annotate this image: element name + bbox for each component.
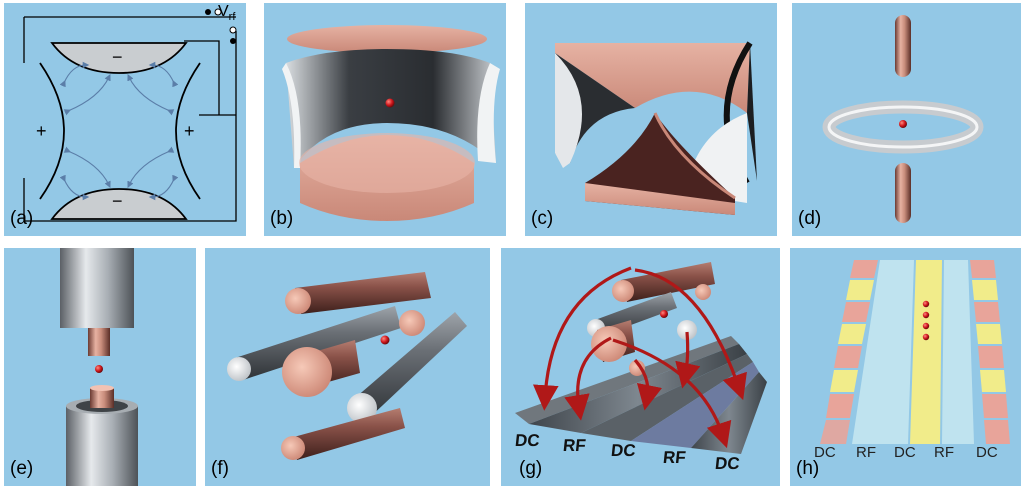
electrode-label-h-1: DC — [814, 444, 836, 461]
rod-back-copper — [285, 272, 431, 314]
electrode-label-g-4: RF — [662, 448, 687, 467]
ion — [922, 333, 930, 341]
electrode-label-h-4: RF — [934, 444, 954, 461]
surface-trap-projection-3d — [515, 262, 767, 454]
surface-trap-layout — [820, 260, 1010, 444]
ion — [922, 322, 930, 330]
ion — [95, 365, 103, 373]
dc-center-strip — [910, 260, 942, 444]
ion-chain — [922, 300, 930, 341]
rf-strip-left — [852, 260, 914, 444]
minus-top-sign: − — [112, 47, 123, 67]
needle-trap-3d — [60, 248, 138, 486]
quadrupole-schematic — [23, 8, 237, 222]
electrode-label-g-5: DC — [714, 454, 741, 473]
electrode-label-g-2: RF — [562, 436, 587, 455]
projection-arrows — [532, 266, 747, 449]
rod-back-steel — [227, 306, 401, 381]
panel-label-f: (f) — [211, 458, 229, 479]
panel-g-surface-trap-projection: DC RF DC RF DC (g) — [501, 248, 780, 486]
ion — [922, 300, 930, 308]
rod-front-copper — [282, 340, 360, 397]
left-pad-column — [820, 260, 878, 444]
panel-f-linear-trap: (f) — [205, 248, 490, 486]
ion — [380, 335, 390, 345]
panel-label-d: (d) — [798, 208, 822, 229]
ring-electrode-3d — [822, 15, 984, 223]
panel-a-schematic: − − + + Vrf (a) — [4, 3, 246, 236]
panel-d-ring-trap: (d) — [792, 3, 1021, 236]
vrf-label: Vrf — [218, 3, 236, 24]
panel-e-needle-trap: (e) — [4, 248, 196, 486]
ion — [385, 98, 395, 108]
panel-label-b: (b) — [270, 208, 294, 229]
rf-strip-right — [942, 260, 974, 444]
linear-rod-trap-3d — [227, 272, 467, 460]
panel-label-e: (e) — [10, 458, 34, 479]
panel-label-g: (g) — [519, 458, 543, 479]
electrode-label-g-3: DC — [610, 441, 637, 460]
panel-label-a: (a) — [10, 208, 34, 229]
electrode-label-h-5: DC — [976, 444, 998, 461]
ion — [660, 310, 668, 318]
rod-front-steel — [347, 312, 467, 423]
electrode-label-h-3: DC — [894, 444, 916, 461]
right-pad-column — [970, 260, 1010, 444]
electrode-label-g-1: DC — [514, 431, 541, 450]
electrode-label-h-2: RF — [856, 444, 876, 461]
panel-h-surface-trap: DC RF DC RF DC (h) — [790, 248, 1021, 486]
cube-electrodes-3d — [555, 41, 757, 215]
ion — [899, 120, 907, 128]
rod-bottom-copper — [281, 408, 405, 460]
hyperbolic-trap-3d — [282, 25, 500, 221]
panel-b-paul-trap: (b) — [264, 3, 506, 236]
ion — [922, 311, 930, 319]
plus-left-sign: + — [36, 121, 47, 141]
minus-bottom-sign: − — [112, 191, 123, 211]
plus-right-sign: + — [184, 121, 195, 141]
panel-label-h: (h) — [796, 458, 820, 479]
panel-c-cube-trap: (c) — [525, 3, 777, 236]
right-electrode — [175, 62, 201, 200]
panel-label-c: (c) — [531, 208, 554, 229]
field-lines — [59, 61, 179, 201]
left-electrode — [39, 62, 65, 200]
rod-right-copper-short — [399, 310, 425, 336]
